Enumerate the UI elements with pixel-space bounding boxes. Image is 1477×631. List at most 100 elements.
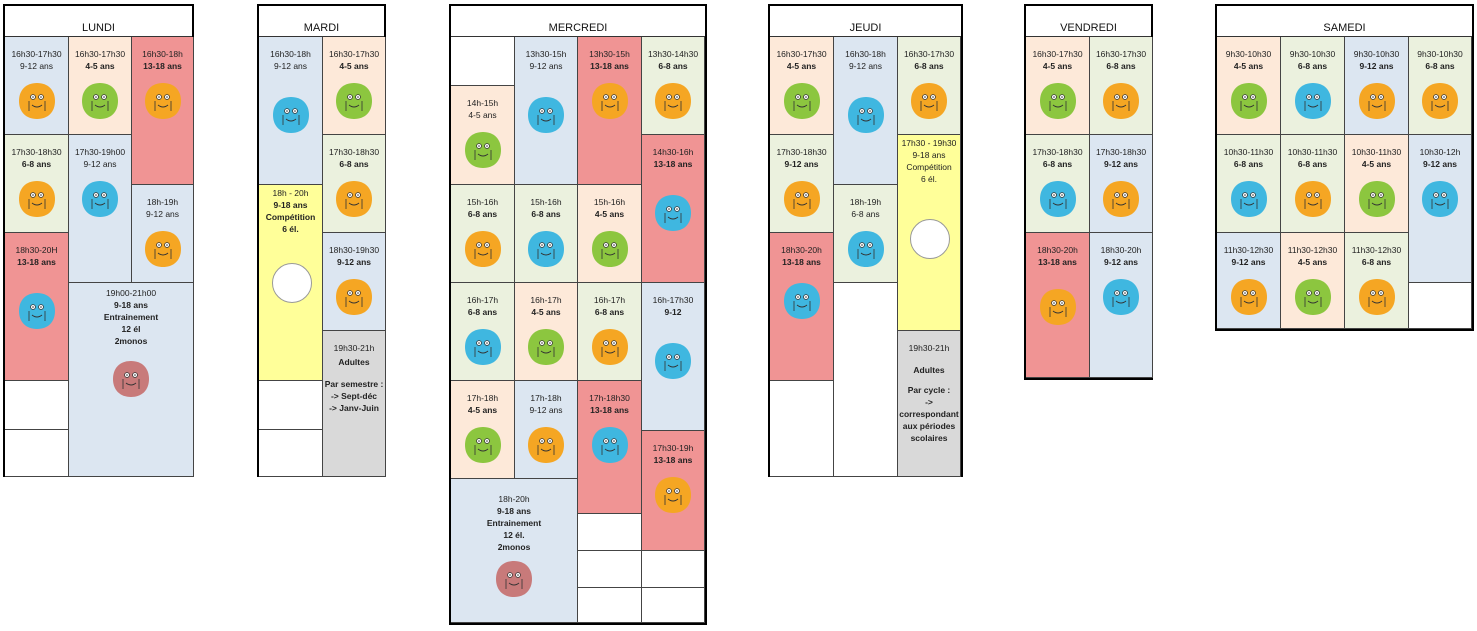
- session-time: 17h30-19h00: [74, 147, 126, 157]
- session-time: 16h-17h: [466, 295, 499, 305]
- session-age: 6-8 ans: [1042, 159, 1073, 169]
- climber-icon: [111, 359, 151, 399]
- session-age: 6-8 ans: [1233, 159, 1264, 169]
- session-age: 9-12 ans: [83, 159, 117, 169]
- session-block[interactable]: 17h30-18h30 6-8 ans: [1026, 135, 1090, 233]
- session-time: 14h-15h: [466, 98, 499, 108]
- session-age: 13-18 ans: [782, 257, 821, 267]
- session-time: 11h30-12h30: [1287, 245, 1338, 255]
- session-time: 16h-17h: [593, 295, 626, 305]
- session-block[interactable]: 10h30-11h30 6-8 ans: [1281, 135, 1345, 233]
- dinosaur-icon: [463, 130, 503, 170]
- session-time: 16h30-17h30: [1032, 49, 1083, 59]
- bird-icon: [17, 291, 57, 331]
- session-age: 13-18 ans: [590, 405, 629, 415]
- empty-slot: [451, 37, 515, 86]
- session-age: 9-18 ans: [113, 300, 149, 310]
- bird-icon: [1420, 179, 1460, 219]
- empty-slot: [5, 430, 69, 477]
- session-age: 6-8 ans: [1297, 159, 1328, 169]
- session-age: 9-12: [664, 307, 682, 317]
- session-age: 4-5 ans: [467, 405, 498, 415]
- dinosaur-icon: [590, 229, 630, 269]
- session-time: 17h30-18h30: [1032, 147, 1083, 157]
- session-time: 11h30-12h30: [1351, 245, 1402, 255]
- session-note: aux périodes: [902, 421, 956, 431]
- session-age: 9-12 ans: [529, 405, 563, 415]
- giraffe-icon: [653, 475, 693, 515]
- session-block[interactable]: 17h30-19h00 9-12 ans: [69, 135, 132, 283]
- session-time: 11h30-12h30: [1223, 245, 1274, 255]
- bird-icon: [463, 327, 503, 367]
- session-note: Adultes: [338, 357, 370, 367]
- session-time: 13h30-14h30: [647, 49, 699, 59]
- giraffe-icon: [590, 327, 630, 367]
- session-age: 6-8 ans: [339, 159, 369, 169]
- session-time: 9h30-10h30: [1417, 49, 1463, 59]
- session-time: 16h30-17h30: [776, 49, 827, 59]
- giraffe-icon: [1420, 81, 1460, 121]
- empty-slot: [578, 588, 642, 623]
- session-time: 18h-19h: [146, 197, 179, 207]
- session-time: 16h30-17h30: [11, 49, 62, 59]
- session-time: 10h30-11h30: [1287, 147, 1338, 157]
- session-time: 16h-17h: [530, 295, 562, 305]
- session-time: 16h30-18h: [142, 49, 183, 59]
- bird-icon: [1101, 277, 1141, 317]
